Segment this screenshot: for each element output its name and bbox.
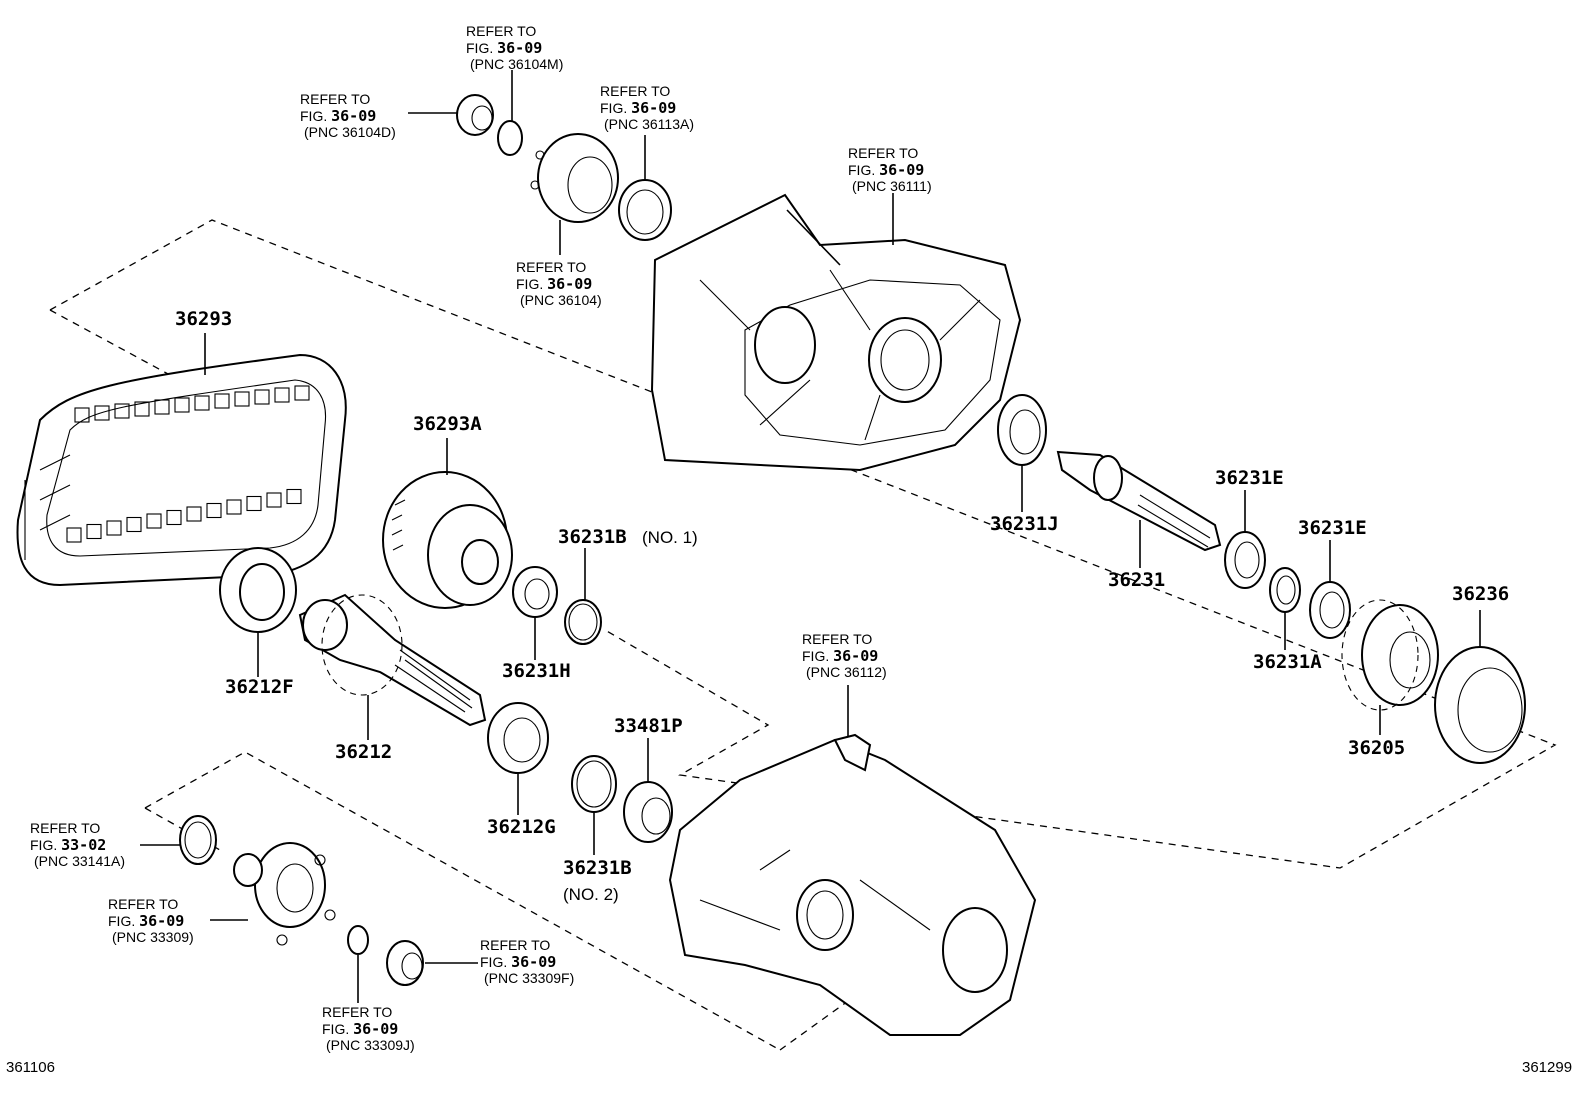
label-36231E-1: 36231E <box>1215 467 1284 489</box>
callout-line1: REFER TO <box>802 631 872 647</box>
callout-fig: FIG. 36-09 <box>466 39 542 57</box>
label-36231B-no2-qualifier: (NO. 2) <box>563 885 619 904</box>
label-36236: 36236 <box>1452 583 1509 605</box>
callout-fig: FIG. 36-09 <box>848 161 924 179</box>
callout-pnc: (PNC 36104D) <box>304 124 396 140</box>
bushing-33481P <box>623 781 673 843</box>
callout-pnc: (PNC 36104M) <box>470 56 563 72</box>
callout-line1: REFER TO <box>848 145 918 161</box>
lower-flange-group <box>179 815 424 986</box>
label-33481P: 33481P <box>614 715 683 737</box>
callout-fig: FIG. 36-09 <box>108 912 184 930</box>
label-36231B-no1-qualifier: (NO. 1) <box>642 528 698 547</box>
callout-fig: FIG. 36-09 <box>516 275 592 293</box>
callout-fig: FIG. 33-02 <box>30 836 106 854</box>
hub-sleeve <box>1341 599 1526 764</box>
bearing-36212G <box>487 702 549 774</box>
corner-id-left: 361106 <box>6 1059 55 1076</box>
label-36231E-2: 36231E <box>1298 517 1367 539</box>
callout-line1: REFER TO <box>300 91 370 107</box>
callout-line1: REFER TO <box>322 1004 392 1020</box>
callout-line1: REFER TO <box>108 896 178 912</box>
callout-fig: FIG. 36-09 <box>480 953 556 971</box>
callout-pnc: (PNC 33309F) <box>484 970 574 986</box>
callout-pnc: (PNC 33309J) <box>326 1037 415 1053</box>
callout-pnc: (PNC 33309) <box>112 929 194 945</box>
outline-main-left <box>49 309 171 376</box>
needle-bearings <box>1224 531 1351 639</box>
callout-fig: FIG. 36-09 <box>802 647 878 665</box>
snap-ring-no2 <box>571 755 617 813</box>
label-36231H: 36231H <box>502 660 571 682</box>
callout-pnc: (PNC 36112) <box>806 664 887 680</box>
callout-fig: FIG. 36-09 <box>600 99 676 117</box>
upper-small-parts <box>456 94 672 241</box>
label-36212G: 36212G <box>487 816 556 838</box>
corner-id-right: 361299 <box>1522 1059 1572 1076</box>
rear-case-housing <box>668 733 1037 1036</box>
callout-fig: FIG. 36-09 <box>300 107 376 125</box>
outline-main <box>49 219 1557 869</box>
callout-line1: REFER TO <box>480 937 550 953</box>
label-36231B-no1: 36231B <box>558 526 627 548</box>
bearing-36231H <box>512 566 558 618</box>
main-shaft-36231 <box>1056 450 1222 552</box>
drive-chain <box>16 353 347 587</box>
callout-line1: REFER TO <box>516 259 586 275</box>
callout-line1: REFER TO <box>600 83 670 99</box>
snap-ring-no1 <box>564 599 602 645</box>
front-case-housing <box>650 193 1022 472</box>
callout-pnc: (PNC 36111) <box>852 178 932 194</box>
callout-pnc: (PNC 36104) <box>520 292 602 308</box>
callout-fig: FIG. 36-09 <box>322 1020 398 1038</box>
driven-sprocket <box>382 471 513 609</box>
callout-line1: REFER TO <box>466 23 536 39</box>
label-36212F: 36212F <box>225 676 294 698</box>
label-36231: 36231 <box>1108 569 1165 591</box>
outline-lower <box>144 751 781 1051</box>
callout-pnc: (PNC 33141A) <box>34 853 125 869</box>
label-36212: 36212 <box>335 741 392 763</box>
callout-pnc: (PNC 36113A) <box>604 116 694 132</box>
output-shaft-36212 <box>298 593 487 727</box>
label-36293: 36293 <box>175 308 232 330</box>
callout-line1: REFER TO <box>30 820 100 836</box>
label-36205: 36205 <box>1348 737 1405 759</box>
seal-36212F <box>219 547 297 633</box>
label-36231J: 36231J <box>990 513 1059 535</box>
part-labels: 36293 36293A 36212F 36212 36231H 36231B … <box>175 308 1509 904</box>
label-36293A: 36293A <box>413 413 482 435</box>
label-36231B-no2: 36231B <box>563 857 632 879</box>
leader-lines <box>140 70 1481 1003</box>
bearing-36231J <box>997 394 1047 466</box>
label-36231A: 36231A <box>1253 651 1322 673</box>
